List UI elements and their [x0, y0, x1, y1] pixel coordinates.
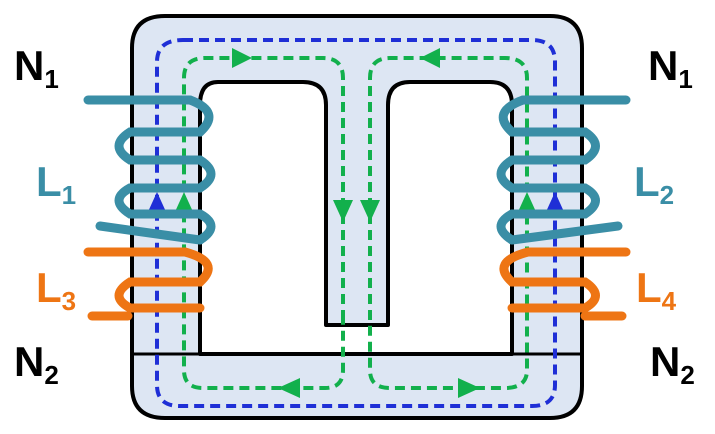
blue-arrow-right-icon [545, 192, 565, 214]
green-arrow-bottom-left-icon [278, 378, 300, 398]
blue-arrow-left-icon [147, 192, 167, 214]
coil-l4 [499, 247, 631, 321]
green-arrow-top-left-icon [232, 48, 252, 68]
label-n2-left: N2 [14, 338, 59, 390]
coil-l3 [83, 247, 213, 321]
green-arrow-left-leg-icon [174, 192, 194, 214]
label-n2-right: N2 [650, 338, 695, 390]
coil-l2 [496, 95, 631, 245]
label-l3: L3 [36, 264, 76, 316]
label-l4: L4 [636, 264, 677, 316]
green-arrow-center-left-icon [333, 200, 353, 222]
green-arrow-right-leg-icon [517, 192, 537, 214]
green-arrows [174, 48, 537, 398]
blue-flux-loop-icon [147, 38, 565, 408]
green-arrow-bottom-right-icon [458, 378, 480, 398]
green-arrow-center-right-icon [360, 200, 380, 222]
magnetic-core [130, 14, 584, 420]
label-n1-right: N1 [648, 42, 693, 94]
coil-l1 [83, 95, 216, 245]
core-outline [130, 14, 584, 420]
label-l2: L2 [634, 158, 674, 210]
label-n1-left: N1 [14, 42, 59, 94]
label-l1: L1 [36, 158, 76, 210]
green-arrow-top-right-icon [420, 48, 440, 68]
green-flux-loop-icon [182, 56, 529, 390]
